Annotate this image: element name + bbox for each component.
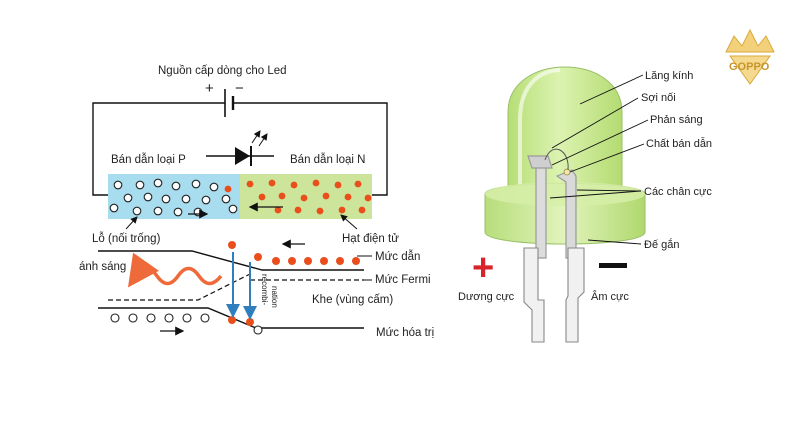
battery-minus-sign: − — [235, 80, 244, 97]
battery-plus-sign: + — [205, 80, 214, 97]
hole-label: Lỗ (nối trống) — [92, 232, 161, 245]
electrons-group — [224, 179, 372, 215]
chip-label: Chất bán dẫn — [646, 137, 712, 150]
led-component-diagram: + Dương cực Âm cực Lăng kính Sợi nối Phả… — [458, 66, 712, 343]
cathode-label: Âm cực — [591, 290, 629, 303]
band-gap-label: Khe (vùng cấm) — [312, 294, 393, 306]
recombination-label-2: nation — [270, 286, 279, 308]
hole-callout-line — [125, 216, 138, 230]
valence-band-label: Mức hóa trị — [376, 327, 434, 339]
p-type-label: Bán dẫn loại P — [111, 153, 186, 166]
logo-diamond-icon — [729, 55, 771, 85]
external-legs — [523, 247, 585, 343]
plus-sign: + — [472, 247, 494, 289]
lens-body — [484, 66, 646, 245]
n-type-label: Bán dẫn loại N — [290, 153, 365, 166]
recombination-label-1: recombi- — [260, 274, 269, 305]
conduction-electrons — [228, 241, 360, 326]
fermi-level-line — [108, 273, 251, 301]
callout-lines — [549, 74, 649, 245]
logo-crown-icon — [725, 28, 775, 53]
internal-legs — [527, 155, 577, 259]
conduction-band-line — [98, 250, 364, 271]
electron-label: Hạt điện tử — [342, 233, 399, 245]
wire-label: Sợi nối — [641, 92, 676, 104]
valence-holes — [110, 313, 263, 335]
circuit-wire — [92, 102, 225, 196]
anode-label: Dương cực — [458, 291, 515, 303]
power-supply-label: Nguồn cấp dòng cho Led — [158, 65, 287, 77]
led-circuit-diagram: Nguồn cấp dòng cho Led + − Bán dẫn loại … — [79, 65, 434, 339]
fermi-level-label: Mức Fermi — [375, 274, 431, 286]
holes-group — [109, 178, 238, 217]
bond-wire — [544, 148, 569, 171]
minus-sign — [599, 263, 627, 268]
chip-dot — [563, 168, 571, 176]
base-label: Đế gắn — [644, 238, 679, 251]
electron-callout-line — [340, 214, 358, 230]
goppo-logo: GOPPO — [725, 28, 775, 85]
legs-label: Các chân cực — [644, 186, 712, 198]
logo-text: GOPPO — [729, 61, 770, 73]
reflector-label: Phản sáng — [650, 114, 703, 126]
diode-symbol — [206, 130, 274, 166]
conduction-band-label: Mức dẫn — [375, 250, 420, 263]
band-diagram: recombi- nation ánh sáng Mức dẫn Mức Fer… — [79, 239, 434, 339]
light-wave — [127, 252, 223, 288]
light-label: ánh sáng — [79, 261, 126, 273]
lens-label: Lăng kính — [645, 70, 693, 82]
circuit-wire-right — [233, 102, 388, 196]
